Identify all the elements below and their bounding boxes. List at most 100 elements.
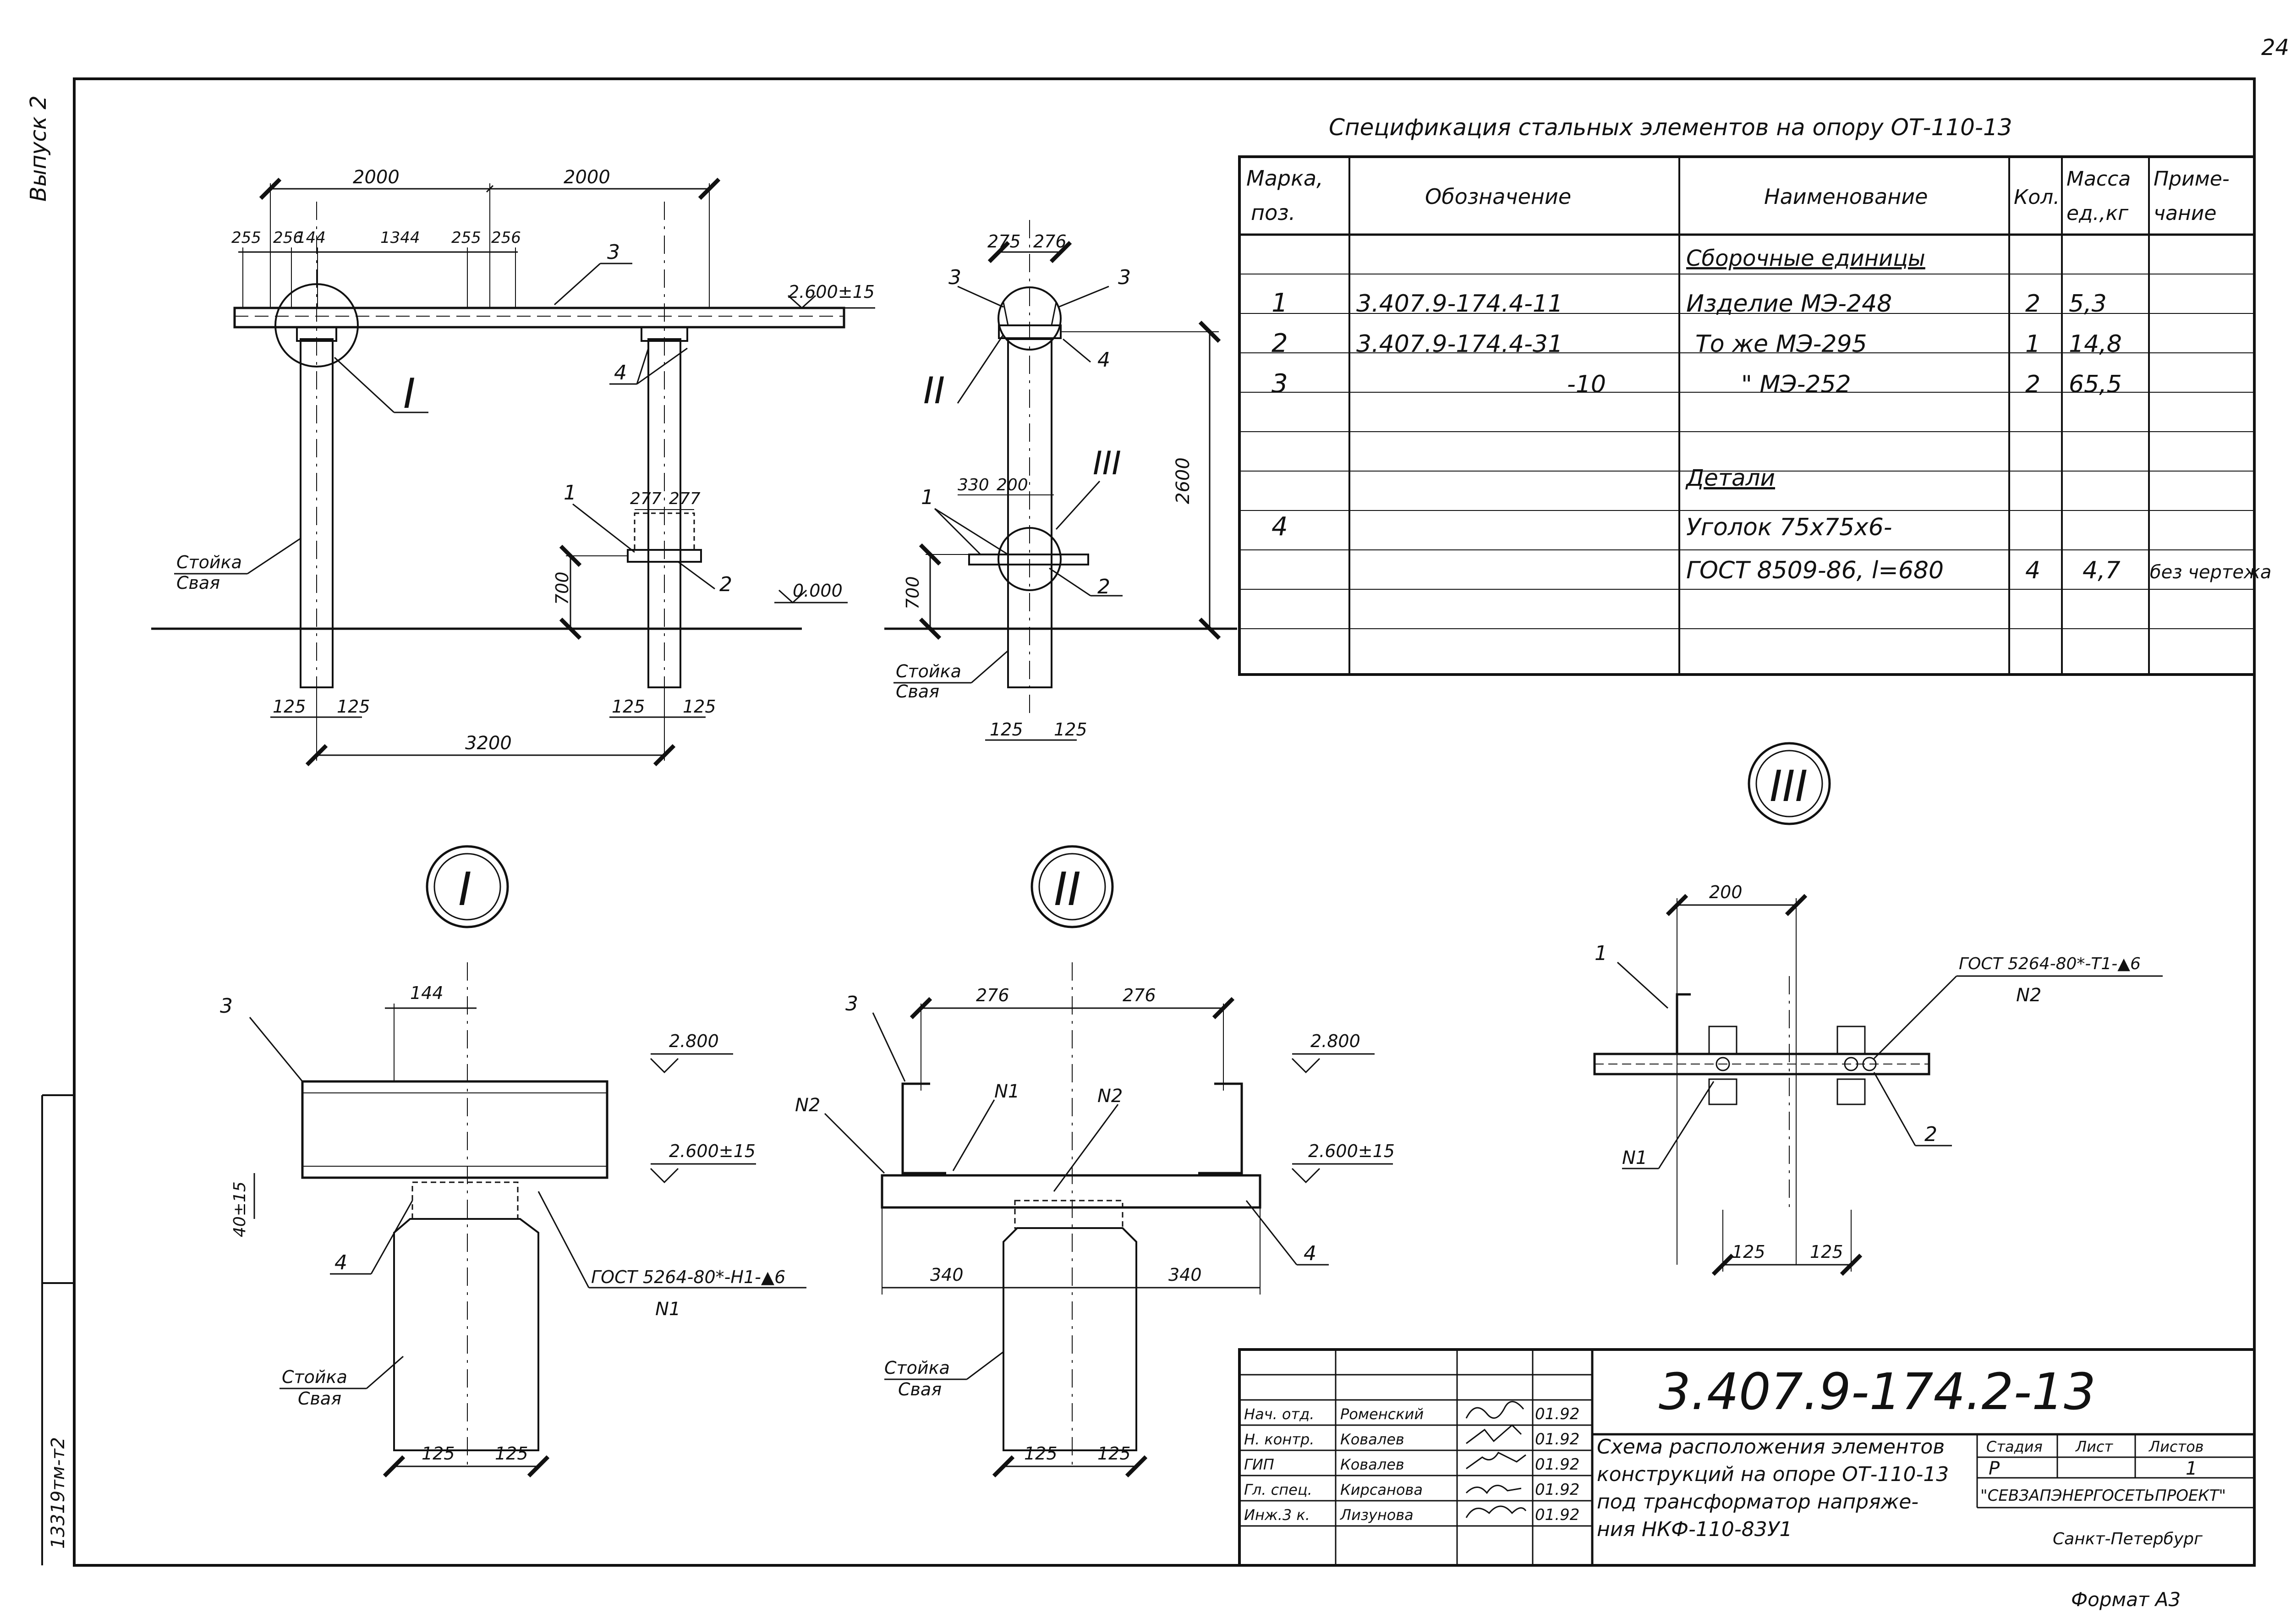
callout-1: 1 [921, 486, 934, 509]
name-3: Кирсанова [1340, 1481, 1423, 1498]
name-0: Роменский [1340, 1405, 1424, 1423]
dim-200: 200 [997, 476, 1028, 494]
w-125-b: 125 [495, 1443, 528, 1464]
callout-4: 4 [1304, 1242, 1316, 1265]
w-125-b: 125 [337, 697, 370, 717]
desc-line-1: Схема расположения элементов [1597, 1435, 1945, 1459]
signatures [1465, 1401, 1527, 1518]
elevation-front: 2000 2000 255 256 144 1344 255 256 3 2.6… [151, 167, 875, 767]
node-III-ref: III [1093, 444, 1121, 482]
w-125-a: 125 [422, 1443, 455, 1464]
callout-1: 1 [1595, 942, 1607, 965]
weld-n2-a: N2 [795, 1095, 820, 1116]
spec-frame [1238, 155, 2256, 676]
dim-275: 275 [987, 231, 1021, 252]
role-2: ГИП [1244, 1456, 1274, 1473]
td-mass-2: 14,8 [2069, 330, 2122, 358]
td-name-2: То же МЭ-295 [1695, 330, 1867, 358]
date-3: 01.92 [1535, 1481, 1579, 1499]
desc-line-3: под трансформатор напряже- [1597, 1490, 1918, 1514]
dim-144: 144 [410, 983, 444, 1003]
spec-table: Спецификация стальных элементов на опору… [1238, 114, 2271, 676]
w-125-b: 125 [1097, 1443, 1131, 1464]
dim-2000-a: 2000 [353, 167, 400, 188]
roman-II: II [1054, 862, 1081, 916]
dim-255-a: 255 [231, 229, 261, 247]
th-mark-1: Марка, [1246, 166, 1323, 191]
node-I-marker [274, 283, 359, 368]
date-4: 01.92 [1535, 1506, 1579, 1524]
dim-256-b: 256 [491, 229, 521, 247]
dim-256-a: 256 [273, 229, 303, 247]
td-name-3: " МЭ-252 [1741, 371, 1851, 398]
w-125-c: 125 [612, 697, 645, 717]
callout-4: 4 [334, 1251, 347, 1274]
callout-3: 3 [607, 241, 620, 264]
td-qty-1: 2 [2025, 290, 2040, 318]
th-mass-2: ед.,кг [2066, 202, 2129, 225]
td-qty-7: 4 [2025, 557, 2040, 584]
dim-276-a: 276 [976, 985, 1009, 1005]
dim-2000-b: 2000 [564, 167, 610, 188]
role-1: Н. контр. [1244, 1431, 1314, 1448]
weld-spec: ГОСТ 5264-80*-Т1-▲6 [1959, 955, 2141, 973]
callout-3a: 3 [948, 266, 961, 289]
title-block: 3.407.9-174.2-13 Нач. отд. Н. контр. ГИП… [1238, 1348, 2256, 1567]
th-mass-1: Масса [2066, 167, 2131, 191]
level-top: 2.600±15 [788, 282, 875, 302]
role-4: Инж.3 к. [1244, 1506, 1310, 1524]
td-designation-3: -10 [1567, 371, 1606, 398]
td-name-6: Уголок 75х75х6- [1686, 514, 1892, 541]
td-mark-6: 4 [1272, 512, 1288, 542]
callout-1: 1 [564, 481, 576, 505]
post-label-2: Свая [898, 1379, 942, 1399]
roman-III: III [1770, 762, 1808, 812]
td-qty-2: 1 [2025, 330, 2040, 358]
level-2800: 2.800 [669, 1031, 719, 1051]
callout-4: 4 [1097, 348, 1110, 372]
node-II-detail: II 276 276 2.800 2.600±15 3 N2 N1 N2 [795, 845, 1395, 1478]
dim-1344: 1344 [380, 229, 420, 247]
dim-340-b: 340 [1168, 1265, 1202, 1285]
date-2: 01.92 [1535, 1455, 1579, 1474]
td-name-0: Сборочные единицы [1686, 246, 1925, 271]
post-label-1: Стойка [896, 661, 961, 681]
td-name-1: Изделие МЭ-248 [1686, 290, 1892, 318]
post-label-1: Стойка [282, 1367, 347, 1387]
dim-277-a: 277 [630, 489, 662, 508]
dim-144: 144 [296, 229, 326, 247]
level-ground: 0.000 [793, 581, 843, 601]
weld-n1: N1 [1622, 1147, 1647, 1169]
roman-I: I [458, 862, 472, 916]
td-name-7: ГОСТ 8509-86, l=680 [1686, 557, 1944, 584]
dim-276: 276 [1033, 231, 1067, 252]
node-II-ref: II [923, 369, 945, 412]
elevation-side: 275 276 3 3 4 II III 330 200 1 2 700 [884, 220, 1237, 741]
dim-330: 330 [958, 476, 989, 494]
post-label-2: Свая [176, 573, 220, 593]
node-I-detail: I 144 2.800 2.600±15 40±15 3 4 ГОСТ 5264… [220, 845, 806, 1478]
td-note-7: без чертежа [2150, 562, 2271, 583]
dim-2600: 2600 [1173, 457, 1194, 504]
td-mark-1: 1 [1272, 288, 1288, 318]
post-label-2: Свая [298, 1388, 341, 1409]
th-mark-2: поз. [1251, 200, 1295, 225]
th-note-2: чание [2154, 202, 2216, 225]
page-number: 24 [2261, 35, 2289, 60]
post-label-1: Стойка [884, 1358, 950, 1378]
desc-line-4: ния НКФ-110-83У1 [1597, 1518, 1792, 1541]
td-mass-7: 4,7 [2083, 557, 2121, 584]
name-4: Лизунова [1340, 1506, 1414, 1524]
sheet-frame [73, 77, 2256, 1567]
level-2800: 2.800 [1310, 1031, 1360, 1051]
level-2600: 2.600±15 [669, 1141, 756, 1161]
organization: "СЕВЗАПЭНЕРГОСЕТЬПРОЕКТ" [1980, 1487, 2226, 1505]
w-125-a: 125 [273, 697, 306, 717]
weld-mark: N1 [655, 1299, 680, 1320]
callout-4: 4 [614, 361, 627, 384]
weld-n2-b: N2 [1097, 1086, 1123, 1107]
role-0: Нач. отд. [1244, 1405, 1314, 1423]
format-label: Формат А3 [2071, 1588, 2181, 1611]
w-125-a: 125 [1024, 1443, 1058, 1464]
